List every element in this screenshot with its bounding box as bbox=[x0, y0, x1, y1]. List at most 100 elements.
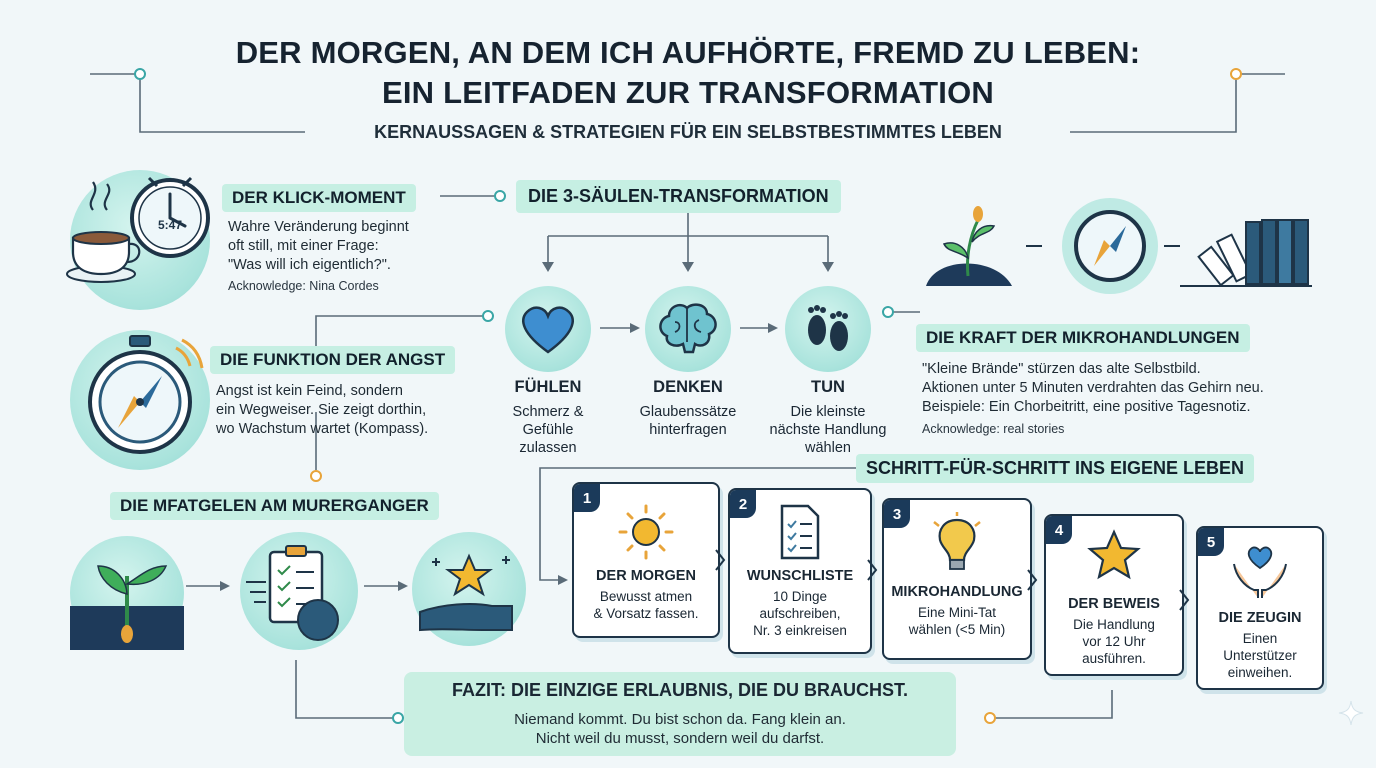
hand-star-icon bbox=[419, 553, 513, 632]
angst-line-2: ein Wegweiser. Sie zeigt dorthin, bbox=[216, 402, 427, 418]
klick-heading: DER KLICK-MOMENT bbox=[222, 184, 416, 212]
sun-icon bbox=[618, 504, 674, 560]
step-3-line-2: wählen (<5 Min) bbox=[908, 622, 1006, 637]
page-title: DER MORGEN, AN DEM ICH AUFHÖRTE, FREMD Z… bbox=[0, 33, 1376, 113]
compass-icon bbox=[1062, 198, 1158, 294]
step-number-4: 4 bbox=[1046, 516, 1072, 544]
klick-line-1: Wahre Veränderung beginnt bbox=[228, 219, 409, 235]
star-icon bbox=[1087, 529, 1141, 580]
mikro-text: "Kleine Brände" stürzen das alte Selbstb… bbox=[922, 360, 1264, 417]
fazit-line-1: Niemand kommt. Du bist schon da. Fang kl… bbox=[514, 711, 846, 728]
pillar-feel-line-3: zulassen bbox=[519, 440, 577, 456]
fazit-heading: FAZIT: DIE EINZIGE ERLAUBNIS, DIE DU BRA… bbox=[451, 680, 909, 700]
pillar-act-label: TUN bbox=[811, 378, 845, 396]
step-text-4: Die Handlung vor 12 Uhr ausführen. bbox=[1046, 616, 1182, 667]
angst-line-3: wo Wachstum wartet (Kompass). bbox=[216, 421, 429, 437]
klick-ack: Acknowledge: Nina Cordes bbox=[228, 279, 379, 293]
pillar-feel-text: Schmerz & Gefühle zulassen bbox=[490, 403, 606, 457]
step-card-1: 1 DER MORGEN Bewusst atmen & Vorsatz fas… bbox=[572, 482, 720, 638]
pillar-act-line-1: Die kleinste bbox=[790, 404, 866, 420]
pillar-act-line-3: wählen bbox=[805, 440, 851, 456]
reach-illustration bbox=[412, 532, 526, 646]
step-card-5: 5 DIE ZEUGIN Einen Unterstützer einweihe… bbox=[1196, 526, 1324, 690]
klick-text: Wahre Veränderung beginnt oft still, mit… bbox=[228, 218, 409, 275]
hands-heart-icon bbox=[1233, 546, 1287, 598]
step-title-3: MIKROHANDLUNG bbox=[891, 584, 1023, 600]
step-4-line-1: Die Handlung bbox=[1073, 617, 1155, 632]
mikro-illustration bbox=[926, 198, 1312, 294]
heart-icon bbox=[522, 306, 574, 354]
pillar-think-text: Glaubenssätze hinterfragen bbox=[622, 403, 754, 439]
klick-line-2: oft still, mit einer Frage: bbox=[228, 238, 379, 254]
step-text-3: Eine Mini-Tat wählen (<5 Min) bbox=[884, 604, 1030, 638]
step-4-line-3: ausführen. bbox=[1082, 651, 1146, 666]
pillar-act-text: Die kleinste nächste Handlung wählen bbox=[752, 403, 904, 457]
step-5-line-2: Unterstützer bbox=[1223, 648, 1297, 663]
title-line-2: EIN LEITFADEN ZUR TRANSFORMATION bbox=[381, 75, 995, 110]
checklist-icon bbox=[780, 504, 820, 560]
growth-illustration bbox=[70, 536, 184, 650]
step-text-1: Bewusst atmen & Vorsatz fassen. bbox=[574, 588, 718, 622]
pillar-act-circle bbox=[785, 286, 871, 372]
step-title-5: DIE ZEUGIN bbox=[1218, 610, 1302, 626]
pillar-think-line-1: Glaubenssätze bbox=[639, 404, 737, 420]
step-title-1: DER MORGEN bbox=[596, 568, 696, 584]
step-number-5: 5 bbox=[1198, 528, 1224, 556]
step-card-4: 4 DER BEWEIS Die Handlung vor 12 Uhr aus… bbox=[1044, 514, 1184, 676]
mikro-line-3: Beispiele: Ein Chorbeitritt, eine positi… bbox=[922, 399, 1251, 415]
fazit-text: Niemand kommt. Du bist schon da. Fang kl… bbox=[404, 710, 956, 748]
step-card-2: 2 WUNSCHLISTE 10 Dinge aufschreiben, Nr.… bbox=[728, 488, 872, 654]
step-5-line-3: einweihen. bbox=[1227, 665, 1293, 680]
clock-icon bbox=[130, 176, 210, 258]
step-5-line-1: Einen bbox=[1242, 631, 1278, 646]
klick-line-3: "Was will ich eigentlich?". bbox=[228, 257, 391, 273]
mikro-heading: DIE KRAFT DER MIKROHANDLUNGEN bbox=[916, 324, 1250, 352]
step-2-line-2: aufschreiben, bbox=[759, 606, 841, 621]
angst-line-1: Angst ist kein Feind, sondern bbox=[216, 383, 403, 399]
murerganger-heading: DIE MFATGELEN AM MURERGANGER bbox=[110, 492, 439, 520]
saeulen-heading: DIE 3-SÄULEN-TRANSFORMATION bbox=[516, 180, 841, 213]
step-number-3: 3 bbox=[884, 500, 910, 528]
plan-illustration bbox=[240, 532, 358, 650]
klick-illustration: 5:47 bbox=[66, 170, 210, 310]
lightbulb-icon bbox=[933, 512, 981, 570]
pillar-think-label: DENKEN bbox=[653, 378, 723, 396]
step-2-line-3: Nr. 3 einkreisen bbox=[753, 623, 847, 638]
schritte-heading: SCHRITT-FÜR-SCHRITT INS EIGENE LEBEN bbox=[856, 454, 1255, 483]
step-number-1: 1 bbox=[574, 484, 600, 512]
step-number-2: 2 bbox=[730, 490, 756, 518]
pillar-feel: FÜHLEN Schmerz & Gefühle zulassen bbox=[490, 378, 606, 457]
pillar-feel-label: FÜHLEN bbox=[514, 378, 582, 396]
footprints-icon bbox=[808, 305, 848, 351]
step-title-2: WUNSCHLISTE bbox=[746, 568, 854, 584]
pillar-act-line-2: nächste Handlung bbox=[769, 422, 887, 438]
pillar-act: TUN Die kleinste nächste Handlung wählen bbox=[752, 378, 904, 457]
coffee-cup-icon bbox=[66, 181, 141, 283]
mikro-line-1: "Kleine Brände" stürzen das alte Selbstb… bbox=[922, 361, 1201, 377]
dominoes-icon bbox=[1180, 219, 1312, 287]
pillar-think-circle bbox=[645, 286, 731, 372]
step-card-3: 3 MIKROHANDLUNG Eine Mini-Tat wählen (<5… bbox=[882, 498, 1032, 660]
fazit-line-2: Nicht weil du musst, sondern weil du dar… bbox=[535, 730, 825, 747]
step-title-4: DER BEWEIS bbox=[1068, 596, 1160, 612]
fazit-box: FAZIT: DIE EINZIGE ERLAUBNIS, DIE DU BRA… bbox=[404, 672, 956, 756]
sparkle-icon bbox=[1338, 700, 1364, 726]
step-4-line-2: vor 12 Uhr bbox=[1082, 634, 1146, 649]
compass-stopwatch-icon bbox=[88, 335, 204, 454]
brain-icon bbox=[659, 303, 717, 354]
step-1-line-2: & Vorsatz fassen. bbox=[593, 606, 699, 621]
pillar-think-line-2: hinterfragen bbox=[649, 422, 727, 438]
pillar-feel-line-2: Gefühle bbox=[522, 422, 574, 438]
clipboard-icon bbox=[246, 545, 339, 641]
mikro-line-2: Aktionen unter 5 Minuten verdrahten das … bbox=[922, 380, 1264, 396]
page-subtitle: KERNAUSSAGEN & STRATEGIEN FÜR EIN SELBST… bbox=[374, 122, 1002, 142]
pillar-feel-circle bbox=[505, 286, 591, 372]
step-1-line-1: Bewusst atmen bbox=[599, 589, 693, 604]
seedling-icon bbox=[70, 565, 184, 650]
step-3-line-1: Eine Mini-Tat bbox=[917, 605, 997, 620]
angst-heading: DIE FUNKTION DER ANGST bbox=[210, 346, 456, 374]
angst-text: Angst ist kein Feind, sondern ein Wegwei… bbox=[216, 382, 428, 439]
title-line-1: DER MORGEN, AN DEM ICH AUFHÖRTE, FREMD Z… bbox=[235, 35, 1141, 70]
